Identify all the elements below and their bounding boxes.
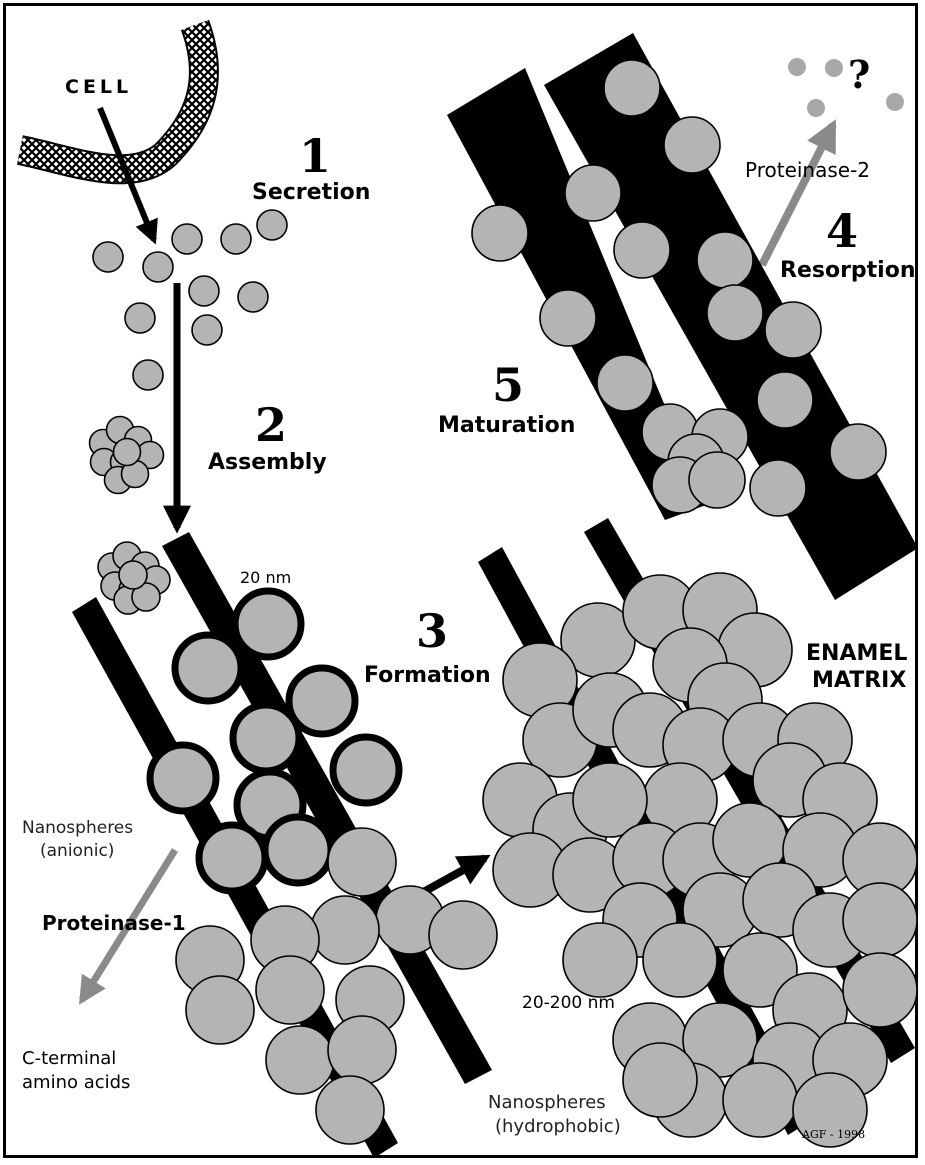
resorbed-fragment <box>807 99 825 117</box>
step-5-label: Maturation <box>438 415 575 437</box>
anionic-nanosphere <box>233 705 299 771</box>
step-1-label: Secretion <box>252 182 370 204</box>
nanospheres-anionic-line1: Nanospheres <box>22 820 133 837</box>
maturing-nanosphere <box>472 205 528 261</box>
resorbed-fragment <box>825 59 843 77</box>
processed-nanosphere <box>429 901 497 969</box>
small-cluster-sphere <box>119 561 147 589</box>
secreted-protein <box>257 210 287 240</box>
processed-nanosphere <box>266 1026 334 1094</box>
maturing-nanosphere <box>697 232 753 288</box>
secreted-protein <box>133 360 163 390</box>
nanospheres-hydrophobic-line1: Nanospheres <box>488 1094 606 1112</box>
processed-nanosphere <box>186 976 254 1044</box>
step-3-label: Formation <box>364 665 491 687</box>
hydrophobic-nanosphere <box>843 953 917 1027</box>
secreted-protein <box>192 315 222 345</box>
hydrophobic-nanosphere <box>643 923 717 997</box>
secreted-protein <box>221 224 251 254</box>
hydrophobic-nanosphere <box>623 1043 697 1117</box>
processed-nanosphere <box>256 956 324 1024</box>
processed-nanosphere <box>328 828 396 896</box>
resorbed-fragment <box>788 58 806 76</box>
secreted-protein <box>125 303 155 333</box>
matrix-label: MATRIX <box>812 670 906 692</box>
maturing-nanosphere <box>604 60 660 116</box>
secreted-protein <box>143 252 173 282</box>
maturing-nanosphere <box>597 355 653 411</box>
processed-nanosphere <box>328 1016 396 1084</box>
anionic-nanosphere <box>199 825 265 891</box>
anionic-nanosphere <box>150 745 216 811</box>
size-20-200nm-label: 20-200 nm <box>522 995 615 1012</box>
question-mark: ? <box>848 56 870 94</box>
processed-nanosphere <box>311 896 379 964</box>
cell-label: CELL <box>65 78 132 97</box>
proteinase-1-label: Proteinase-1 <box>42 913 186 933</box>
step-4-number: 4 <box>826 208 858 254</box>
credit-label: AGF - 1998 <box>802 1129 865 1140</box>
proteinase-2-label: Proteinase-2 <box>745 160 870 180</box>
enamel-label: ENAMEL <box>806 643 907 665</box>
formation-arrow <box>418 858 485 895</box>
step-4-label: Resorption <box>780 260 916 282</box>
secreted-protein <box>172 224 202 254</box>
c-terminal-line2: amino acids <box>22 1074 130 1092</box>
maturing-nanosphere <box>614 222 670 278</box>
maturing-nanosphere <box>830 424 886 480</box>
maturing-nanosphere <box>750 460 806 516</box>
secreted-protein <box>189 276 219 306</box>
hydrophobic-nanosphere <box>723 1063 797 1137</box>
anionic-nanosphere <box>235 591 301 657</box>
step-2-label: Assembly <box>208 452 327 474</box>
nanospheres-hydrophobic-line2: (hydrophobic) <box>495 1118 621 1136</box>
maturing-nanosphere <box>707 285 763 341</box>
maturing-nanosphere <box>664 117 720 173</box>
assembled-cluster-sphere <box>114 439 141 466</box>
maturing-nanosphere <box>757 372 813 428</box>
step-3-number: 3 <box>416 608 448 654</box>
step-1-number: 1 <box>299 133 331 179</box>
maturing-nanosphere <box>689 452 745 508</box>
step-2-number: 2 <box>255 402 287 448</box>
secreted-protein <box>238 282 268 312</box>
secreted-protein <box>93 242 123 272</box>
proteinase2-arrow <box>762 125 833 265</box>
step-5-number: 5 <box>492 362 524 408</box>
c-terminal-line1: C-terminal <box>22 1050 116 1068</box>
anionic-nanosphere <box>175 635 241 701</box>
processed-nanosphere <box>316 1076 384 1144</box>
anionic-nanosphere <box>333 737 399 803</box>
maturing-nanosphere <box>565 165 621 221</box>
anionic-nanosphere <box>265 817 331 883</box>
maturing-nanosphere <box>765 302 821 358</box>
maturing-nanosphere <box>540 290 596 346</box>
hydrophobic-nanosphere <box>843 883 917 957</box>
nanospheres-anionic-line2: (anionic) <box>40 843 114 860</box>
hydrophobic-nanosphere <box>563 923 637 997</box>
size-20nm-label: 20 nm <box>240 570 291 586</box>
resorbed-fragment <box>886 93 904 111</box>
